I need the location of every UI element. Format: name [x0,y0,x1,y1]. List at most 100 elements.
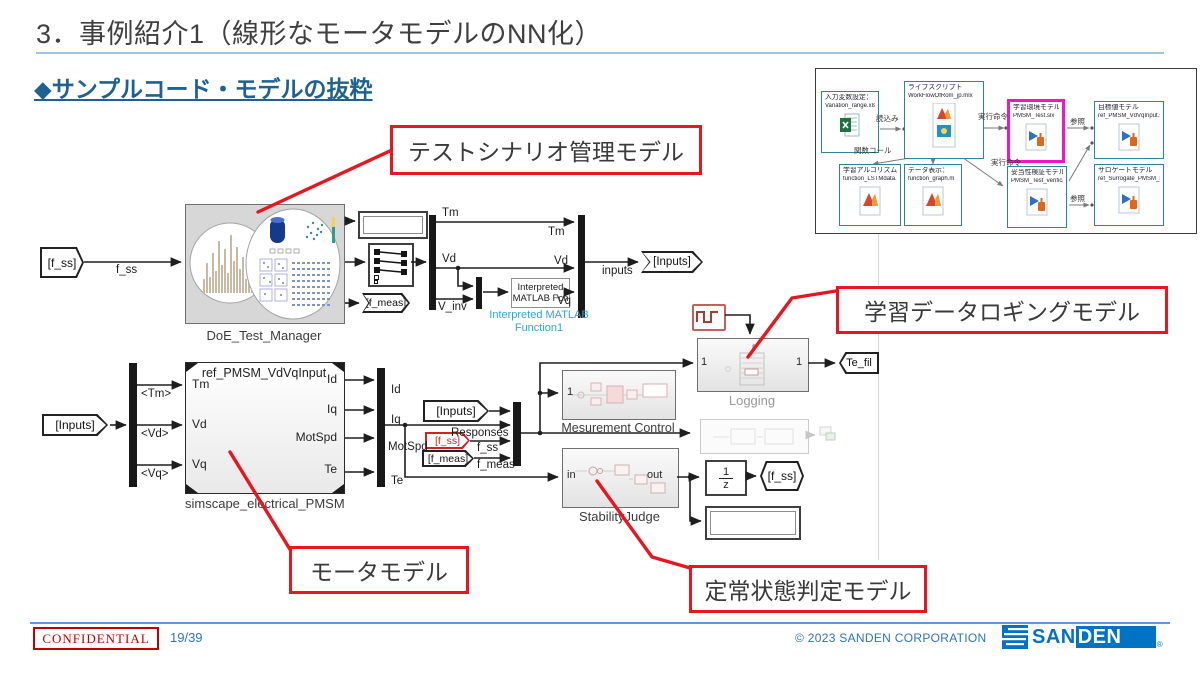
display-block-bottom[interactable] [705,506,801,540]
wf-label: 妥当性検証モデル [1011,169,1063,176]
logging-in-port: 1 [701,356,708,368]
confidential-stamp: CONFIDENTIAL [33,627,159,650]
wf-label: 入力変数設定： [825,94,873,101]
sanden-logo-den: DEN [1075,626,1156,648]
callout-steady-state: 定常状態判定モデル [689,565,927,613]
from-tag-inputs-2[interactable]: [Inputs] [423,400,489,422]
pmsm-port-vd: Vd [192,417,207,431]
doe-test-manager-block[interactable] [185,204,345,324]
mux-bar-responses[interactable] [513,402,521,466]
wf-arrow-exec2-label: 実行命令 [991,158,1021,167]
pulse-generator-block[interactable] [692,304,726,331]
signal-vd: Vd [442,253,457,265]
measurement-preview [571,382,668,406]
display-value [363,216,423,234]
goto-tag-te-fil[interactable]: Te_fil [839,352,879,374]
callout-test-scenario: テストシナリオ管理モデル [390,125,702,175]
goto-tag-inputs[interactable]: [Inputs] [641,251,703,273]
footer-divider [30,622,1170,624]
pmsm-port-te: Te [324,462,337,476]
wf-file: WorkFlowOfRom_jp.mlx [908,92,973,99]
from-tag-f-ss[interactable]: [f_ss] [40,247,84,278]
wf-box-training-algo[interactable]: 学習アルゴリズム： function_LSTMdata.m [839,164,901,226]
bus-selector-bar[interactable] [129,363,137,487]
from-tag-f-meas[interactable]: [f_meas] [422,450,474,467]
signal-motspd: MotSpd [388,441,428,453]
doe-preview-thumbnails [189,208,341,320]
sanden-logo: SAN DEN ® [1002,625,1163,649]
interpreted-matlab-fcn-block[interactable]: Interpreted MATLAB Fcn [511,278,570,308]
tag-label: [Inputs] [425,402,487,420]
callout-logging: 学習データロギングモデル [836,286,1168,334]
mux-bar-pmsm-out[interactable] [377,368,385,487]
disabled-subsystem-block[interactable] [700,419,809,454]
wf-box-surrogate[interactable]: サロゲートモデル ref_Surrogate_PMSM_LSTM.slx [1094,164,1164,226]
excel-icon [840,113,860,137]
wf-box-data-display[interactable]: データ表示： function_graph.m [904,164,962,226]
wf-arrow-funccall-label: 関数コール [854,146,892,155]
wf-arrow-exec1-label: 実行命令 [978,112,1008,121]
signal-id: Id [391,384,401,396]
sanden-logo-icon [1002,625,1028,649]
measurement-control-block[interactable] [562,370,676,420]
selector-block[interactable] [368,243,414,287]
signal-vq: Vq [557,295,572,307]
signal-f-meas-2: f_meas [477,459,515,471]
svg-text:ƒ: ƒ [750,343,756,354]
matlab-livescript-icon [932,102,956,148]
wf-label: データ表示： [908,167,949,174]
wf-file: Variation_range.xlsx [825,102,875,109]
signal-te: Te [391,475,404,487]
selector-icon [374,249,407,284]
copyright-text: © 2023 SANDEN CORPORATION [795,631,987,645]
wf-arrow-ref1-label: 参照 [1070,117,1085,126]
pmsm-title: ref_PMSM_VdVqInput [201,366,327,380]
signal-f-ss: f_ss [116,264,138,276]
mux-bar-inputs[interactable] [578,215,585,318]
tag-label: [f_meas] [424,452,472,465]
matlab-icon [859,186,881,216]
goto-tag-f-ss[interactable]: [f_ss] [760,461,804,491]
tag-label: [f_ss] [42,249,82,276]
goto-tag-f-meas[interactable]: [f_meas] [362,293,410,313]
sanden-logo-san: SAN [1032,625,1076,648]
wf-label: 学習アルゴリズム： [843,167,897,174]
signal-responses: Responses [451,427,509,439]
wf-label: ライブスクリプト [908,84,963,91]
logging-preview: ƒ [725,343,765,386]
pulse-wave-icon [696,311,718,323]
pmsm-port-vq: Vq [192,457,207,471]
unit-delay-block[interactable]: 1 z [705,460,747,496]
wf-arrow-load-label: 読込み [876,114,899,123]
signal-iq: Iq [391,414,401,426]
signal-tm: Tm [442,207,459,219]
wf-box-training-env[interactable]: 学習環境モデル PMSM_Test.slx [1007,99,1065,163]
simulink-icon [1118,123,1140,151]
mux-bar-vinv[interactable] [476,277,482,309]
logging-out-port: 1 [796,356,803,368]
wf-label: 学習環境モデル [1013,104,1059,111]
signal-vd-2: Vd [554,255,569,267]
logging-block[interactable]: ƒ [697,338,809,392]
wf-file: PMSM_Test_verification.slx [1011,177,1063,184]
pmsm-port-iq: Iq [326,402,337,416]
measurement-block-label: Mesurement Control [561,421,675,435]
wf-file: ref_PMSM_VdVqInput.slx [1098,112,1160,119]
wf-label: 目標値モデル [1098,104,1139,111]
delay-denominator: z [719,477,733,491]
tag-label: Te_fil [841,354,877,372]
from-tag-inputs[interactable]: [Inputs] [42,414,108,436]
demux-bar-doe[interactable] [429,215,436,310]
wf-box-target-model[interactable]: 目標値モデル ref_PMSM_VdVqInput.slx [1094,101,1164,159]
display-block-top[interactable] [358,211,428,239]
workflow-overview-panel: 入力変数設定： Variation_range.xlsx ライブスクリプト Wo… [815,68,1197,234]
pmsm-port-id: Id [326,372,337,386]
canvas-edge-line [878,232,879,560]
wf-box-live-script[interactable]: ライブスクリプト WorkFlowOfRom_jp.mlx [904,81,984,159]
interp-line2: MATLAB Fcn [512,293,569,304]
wf-box-verification[interactable]: 妥当性検証モデル PMSM_Test_verification.slx [1007,166,1067,228]
page-title: 3．事例紹介1（線形なモータモデルのNN化） [36,19,603,49]
section-heading: ◆サンプルコード・モデルの抜粋 [34,76,373,102]
disabled-preview [713,428,794,445]
wf-box-input-setting[interactable]: 入力変数設定： Variation_range.xlsx [821,91,879,153]
